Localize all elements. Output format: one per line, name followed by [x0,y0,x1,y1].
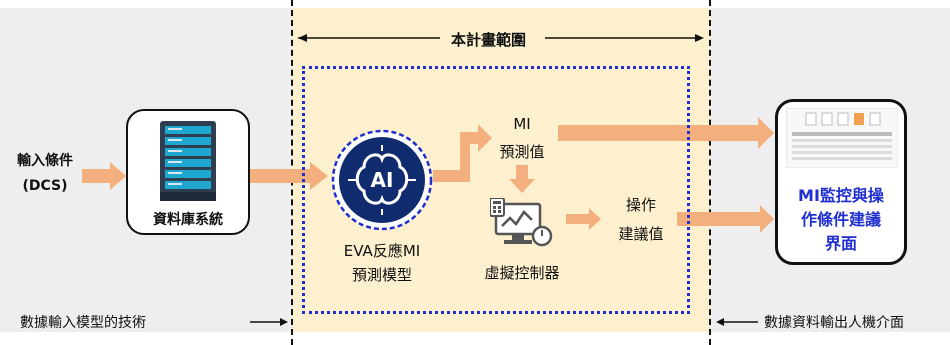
model-to-mi-arrow [433,124,492,182]
virtual-controller-icon [490,198,553,247]
footer-left-arrowhead [280,318,288,326]
scope-arrowhead-left [298,34,307,42]
scope-right-boundary [709,0,711,345]
mi-prediction-label: MI 預測值 [487,110,557,166]
mi-interface-box: MI監控與操 作條件建議 界面 [775,99,907,265]
dashboard-screenshot-icon [786,108,898,168]
database-system-label: 資料庫系統 [153,212,223,228]
controller-to-operation-arrow [566,208,601,230]
model-label: EVA反應MI 預測模型 [316,239,448,287]
scope-title: 本計畫範圍 [445,29,533,50]
input-arrow [82,162,126,190]
input-label: 輸入條件 (DCS) [6,150,84,194]
mi-interface-line1: MI監控與操 [798,186,884,205]
operation-label: 操作 建議值 [604,191,678,249]
model-label-line1: EVA反應MI [343,242,421,260]
input-label-line1: 輸入條件 [17,153,73,169]
scope-arrowhead-right [695,34,704,42]
mi-interface-line3: 界面 [824,234,857,253]
db-to-model-arrow [249,162,328,190]
input-label-line2: (DCS) [22,178,68,194]
mi-prediction-line2: 預測值 [499,143,545,161]
operation-to-interface-arrow [677,205,774,233]
footer-right-text: 數據資料輸出人機介面 [764,315,904,331]
ai-brain-icon: AI [331,129,433,231]
mi-prediction-line1: MI [513,115,531,133]
operation-label-line1: 操作 [625,196,656,214]
mi-interface-label: MI監控與操 作條件建議 界面 [778,184,904,256]
model-label-line2: 預測模型 [351,266,412,284]
virtual-controller-label: 虛擬控制器 [484,264,560,282]
footer-left-text: 數據輸入模型的技術 [20,315,146,331]
database-system-box: 資料庫系統 [126,109,250,235]
system-boundary-box [302,66,690,314]
footer-right-arrowhead [716,318,724,326]
server-rack-icon [160,121,216,201]
mi-to-interface-arrow [558,117,774,149]
ai-badge: AI [371,168,394,192]
mi-interface-line2: 作條件建議 [800,210,881,229]
operation-label-line2: 建議值 [618,225,664,243]
mi-to-controller-arrow [509,165,535,193]
